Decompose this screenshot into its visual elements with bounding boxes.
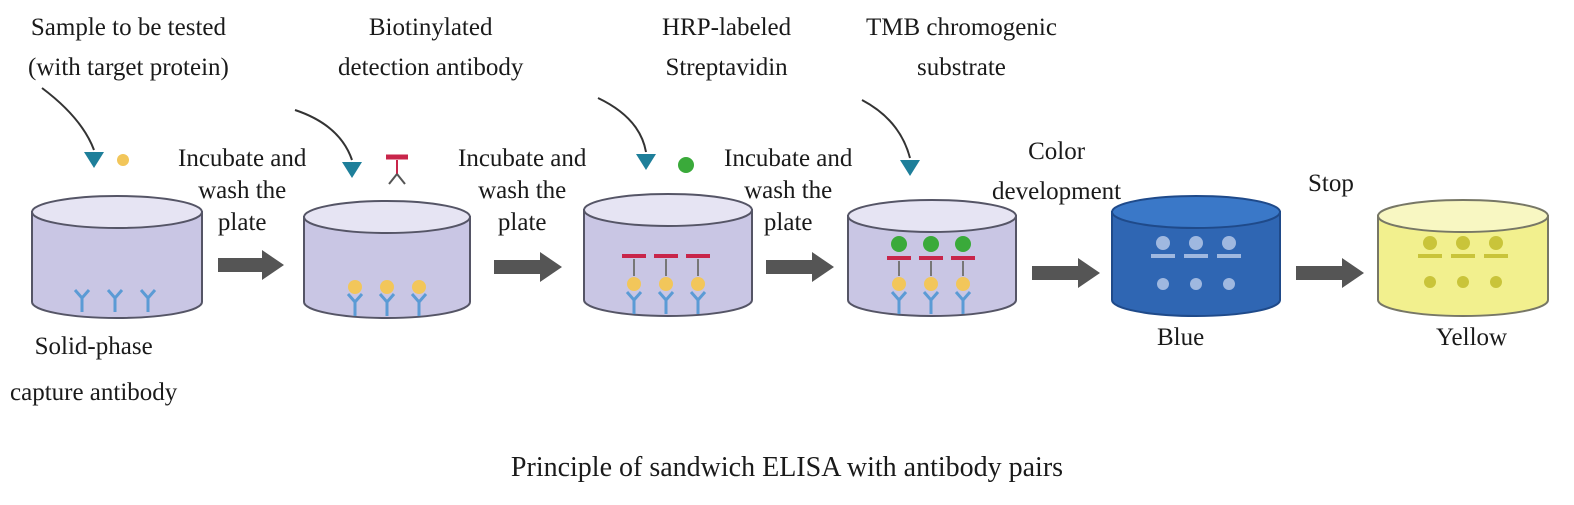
well-blue — [1111, 195, 1281, 317]
label-step-2-line2: wash the — [478, 177, 567, 204]
label-biotin-line2: detection antibody — [338, 54, 524, 81]
step-arrow-2 — [494, 252, 562, 282]
label-hrp-line2: Streptavidin — [665, 54, 788, 81]
pointer-arrow-hrp — [597, 97, 656, 170]
label-sample: Sample to be tested (with target protein… — [28, 8, 229, 88]
label-step-2-line1: Incubate and — [458, 145, 587, 172]
label-color-development: Color development — [992, 132, 1121, 212]
label-sample-line1: Sample to be tested — [30, 14, 226, 41]
label-sample-line2: (with target protein) — [28, 54, 229, 81]
label-step-3: Incubate and wash the plate — [724, 143, 852, 239]
label-stop: Stop — [1308, 170, 1354, 197]
label-biotin: Biotinylated detection antibody — [338, 8, 523, 88]
label-yellow: Yellow — [1436, 324, 1508, 351]
label-step-3-line2: wash the — [744, 177, 833, 204]
antigen-icon — [117, 154, 129, 166]
step-arrow-5 — [1296, 258, 1364, 288]
well-3 — [583, 193, 753, 317]
label-tmb: TMB chromogenic substrate — [866, 8, 1057, 88]
label-step-3-line1: Incubate and — [724, 145, 853, 172]
label-step-1-line2: wash the — [198, 177, 287, 204]
biotinylated-antibody-icon — [386, 154, 408, 185]
label-color-line2: development — [992, 178, 1122, 205]
step-arrow-3 — [766, 252, 834, 282]
label-step-1: Incubate and wash the plate — [178, 143, 306, 239]
label-step-2: Incubate and wash the plate — [458, 143, 586, 239]
label-biotin-line1: Biotinylated — [368, 14, 493, 41]
label-capture-line2: capture antibody — [10, 379, 178, 406]
step-arrow-4 — [1032, 258, 1100, 288]
step-arrow-1 — [218, 250, 284, 280]
label-hrp-line1: HRP-labeled — [662, 14, 792, 41]
label-tmb-line2: substrate — [917, 54, 1006, 81]
label-capture-line1: Solid-phase — [34, 333, 153, 360]
label-step-1-line3: plate — [217, 209, 267, 236]
well-1 — [31, 195, 203, 319]
well-2 — [303, 200, 471, 319]
figure-caption: Principle of sandwich ELISA with antibod… — [510, 452, 1064, 483]
well-4 — [847, 199, 1017, 317]
pointer-arrow-biotin — [294, 109, 362, 178]
label-hrp: HRP-labeled Streptavidin — [662, 8, 791, 88]
streptavidin-icon — [678, 157, 694, 173]
pointer-arrow-sample — [41, 87, 104, 168]
well-yellow — [1377, 199, 1549, 317]
label-tmb-line1: TMB chromogenic — [866, 14, 1057, 41]
label-capture: Solid-phase capture antibody — [10, 324, 177, 416]
label-step-3-line3: plate — [763, 209, 813, 236]
label-color-line1: Color — [1028, 138, 1086, 165]
label-step-1-line1: Incubate and — [178, 145, 307, 172]
label-blue: Blue — [1157, 324, 1205, 351]
label-step-2-line3: plate — [497, 209, 547, 236]
pointer-arrow-tmb — [861, 99, 920, 176]
